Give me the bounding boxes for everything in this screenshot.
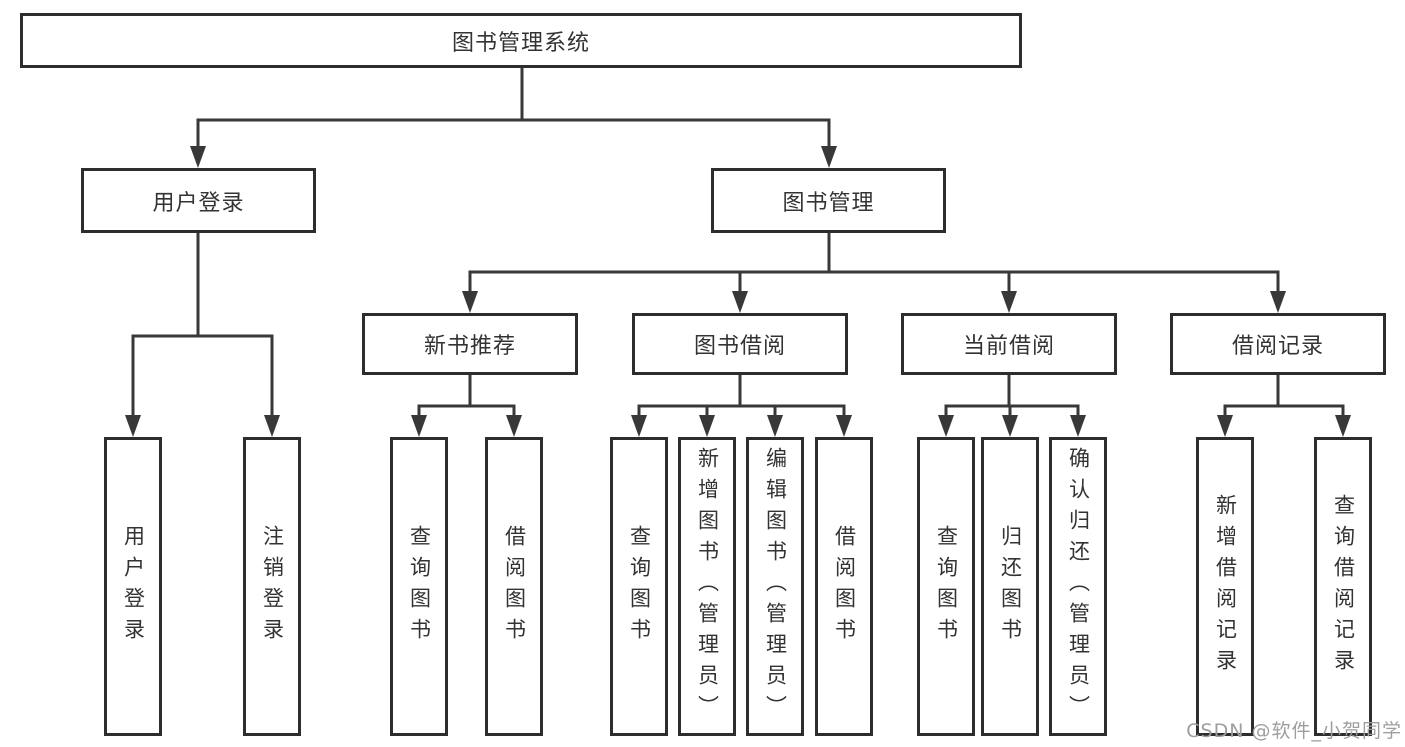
leaf-confirm-return-admin-label: 确认归还（管理员） xyxy=(1066,447,1091,726)
leaf-logout-label: 注销登录 xyxy=(260,524,285,649)
node-current-borrow: 当前借阅 xyxy=(901,313,1117,375)
leaf-user-login: 用户登录 xyxy=(104,437,162,736)
leaf-query-borrow-record: 查询借阅记录 xyxy=(1314,437,1372,736)
node-current-borrow-label: 当前借阅 xyxy=(962,334,1055,359)
leaf-borrow-books-recommend-label: 借阅图书 xyxy=(502,524,527,649)
node-root: 图书管理系统 xyxy=(20,13,1022,68)
leaf-query-books-current: 查询图书 xyxy=(917,437,975,736)
leaf-add-borrow-record-label: 新增借阅记录 xyxy=(1213,493,1238,680)
leaf-query-books-recommend-label: 查询图书 xyxy=(407,524,432,649)
node-root-label: 图书管理系统 xyxy=(451,30,590,56)
leaf-borrow-books-label: 借阅图书 xyxy=(832,524,857,649)
leaf-query-books-borrow: 查询图书 xyxy=(610,437,668,736)
node-new-book-recommend: 新书推荐 xyxy=(362,313,578,375)
node-borrow-records: 借阅记录 xyxy=(1170,313,1386,375)
leaf-confirm-return-admin: 确认归还（管理员） xyxy=(1049,437,1107,736)
node-user-login: 用户登录 xyxy=(81,168,316,233)
leaf-return-books: 归还图书 xyxy=(981,437,1039,736)
leaf-borrow-books-recommend: 借阅图书 xyxy=(485,437,543,736)
node-user-login-label: 用户登录 xyxy=(152,190,245,216)
node-new-book-recommend-label: 新书推荐 xyxy=(423,334,516,359)
leaf-query-books-current-label: 查询图书 xyxy=(934,524,959,649)
leaf-logout: 注销登录 xyxy=(243,437,301,736)
leaf-return-books-label: 归还图书 xyxy=(998,524,1023,649)
node-book-management-label: 图书管理 xyxy=(782,190,875,216)
leaf-query-borrow-record-label: 查询借阅记录 xyxy=(1331,493,1356,680)
leaf-add-borrow-record: 新增借阅记录 xyxy=(1196,437,1254,736)
leaf-query-books-borrow-label: 查询图书 xyxy=(627,524,652,649)
leaf-edit-books-admin-label: 编辑图书（管理员） xyxy=(763,447,788,726)
node-book-borrow-label: 图书借阅 xyxy=(693,334,786,359)
leaf-add-books-admin-label: 新增图书（管理员） xyxy=(695,447,720,726)
leaf-borrow-books: 借阅图书 xyxy=(815,437,873,736)
node-book-borrow: 图书借阅 xyxy=(632,313,848,375)
watermark: CSDN @软件_小贺同学 xyxy=(1186,720,1402,742)
leaf-add-books-admin: 新增图书（管理员） xyxy=(678,437,736,736)
leaf-user-login-label: 用户登录 xyxy=(121,524,146,649)
leaf-edit-books-admin: 编辑图书（管理员） xyxy=(746,437,804,736)
node-book-management: 图书管理 xyxy=(711,168,946,233)
node-borrow-records-label: 借阅记录 xyxy=(1231,334,1324,359)
leaf-query-books-recommend: 查询图书 xyxy=(390,437,448,736)
